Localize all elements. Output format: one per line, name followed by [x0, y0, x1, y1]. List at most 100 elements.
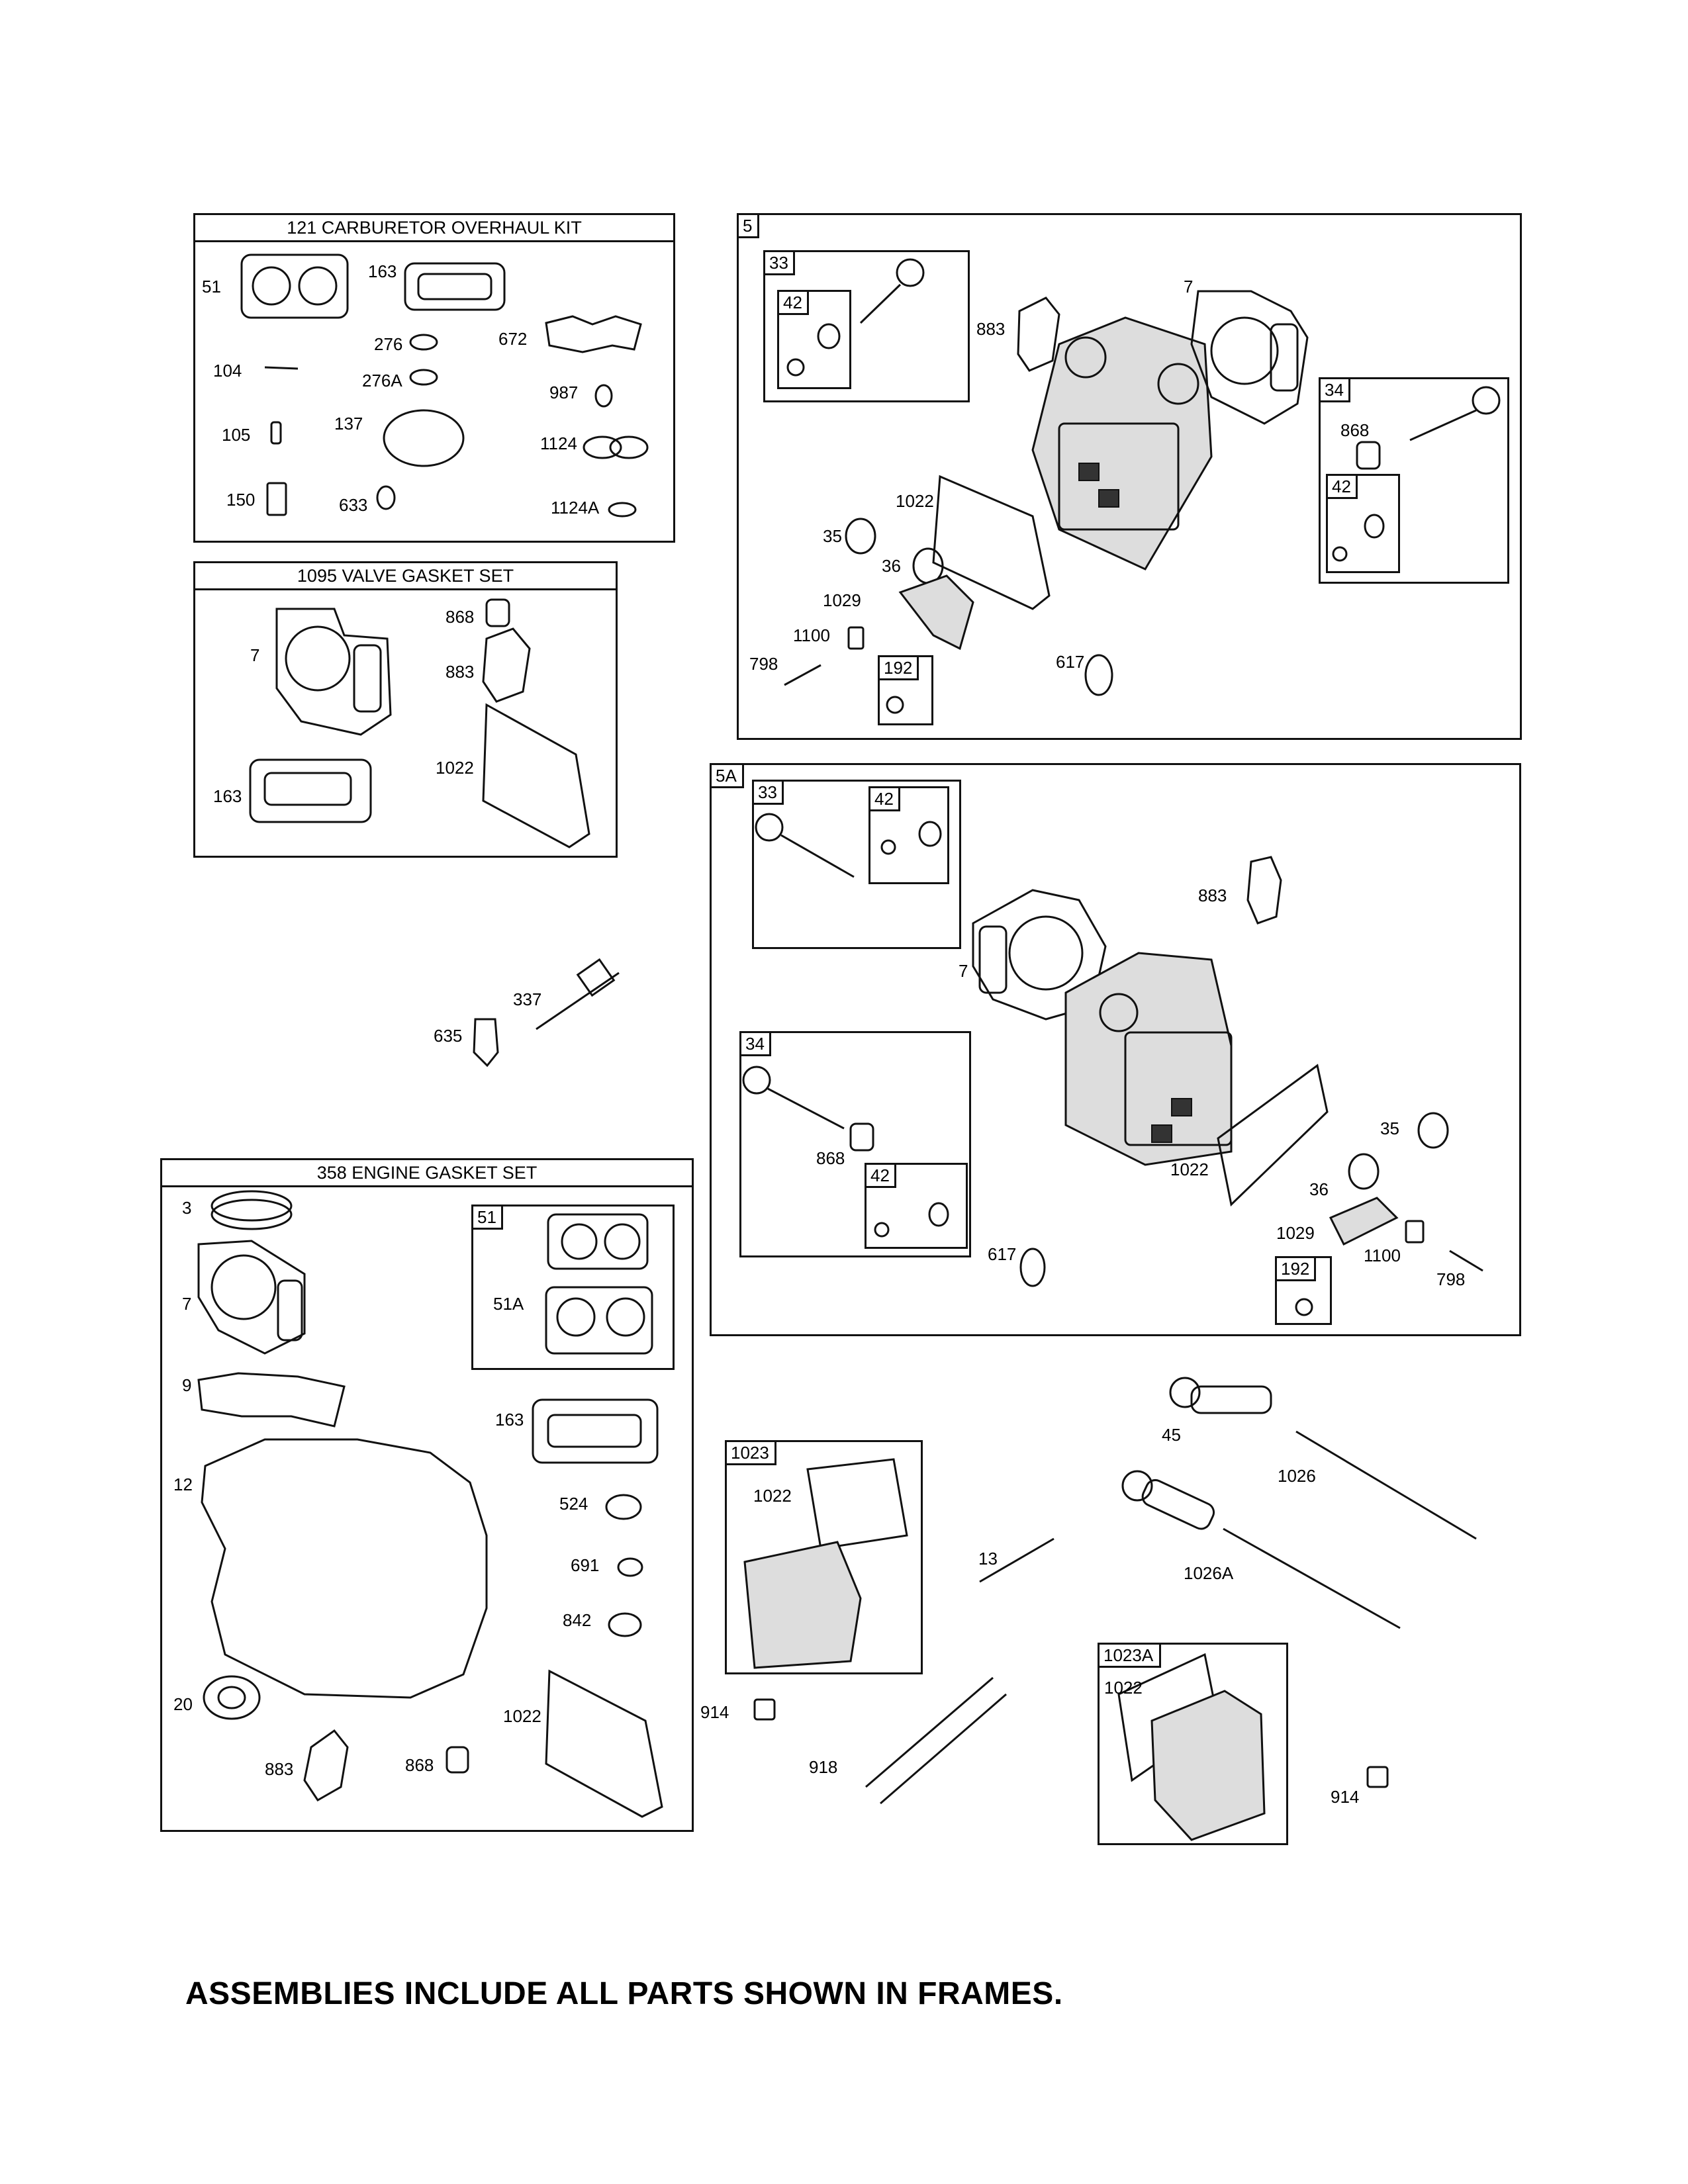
label-7-e: 7: [182, 1294, 192, 1314]
label-1029-h: 1029: [823, 590, 861, 610]
label-276a: 276A: [362, 371, 402, 390]
valve-34-frame-a: [1319, 377, 1509, 584]
tag-33-a: 33: [763, 250, 795, 275]
tag-51: 51: [471, 1205, 503, 1230]
washer-987-icon: [594, 384, 613, 408]
tube-918-icon: [865, 1676, 1007, 1805]
diaphragm-1124-icon: [583, 435, 649, 459]
tag-5a: 5A: [710, 763, 744, 788]
tag-42-a: 42: [777, 290, 809, 315]
label-35-a: 35: [1380, 1118, 1399, 1138]
label-7-h: 7: [1184, 277, 1194, 296]
label-868-v: 868: [445, 607, 475, 627]
label-691: 691: [571, 1555, 600, 1575]
valve-34-b-icon: [742, 1066, 845, 1130]
label-36-h: 36: [882, 556, 901, 576]
oring-137-icon: [383, 409, 465, 467]
label-617-a: 617: [988, 1244, 1017, 1264]
label-1022-a: 1022: [1170, 1160, 1209, 1179]
screw-798-5a-icon: [1449, 1250, 1483, 1272]
label-918: 918: [809, 1757, 838, 1777]
label-7-v: 7: [250, 645, 260, 665]
label-20: 20: [173, 1694, 193, 1714]
label-617-h: 617: [1056, 652, 1085, 672]
seal-42-frame-d: [865, 1163, 968, 1249]
label-13: 13: [978, 1549, 998, 1569]
label-137: 137: [334, 414, 363, 433]
valve-cover-1023-frame: [725, 1440, 923, 1674]
carb-gasket-51-icon: [240, 253, 349, 319]
nut-192-b-icon: [1295, 1298, 1313, 1316]
label-105: 105: [222, 425, 251, 445]
valve-33-a-icon: [859, 258, 925, 324]
tag-1023a: 1023A: [1098, 1643, 1161, 1668]
label-12: 12: [173, 1475, 193, 1494]
label-914: 914: [700, 1702, 729, 1722]
tag-33-b: 33: [752, 780, 784, 805]
cylinder-head-5a-icon: [1064, 952, 1233, 1166]
carburetor-overhaul-kit-frame: 121 CARBURETOR OVERHAUL KIT: [193, 213, 675, 543]
label-1124a: 1124A: [551, 498, 600, 518]
spring-35-icon: [845, 518, 876, 555]
label-868-e: 868: [405, 1755, 434, 1775]
seal-868-5a-icon: [849, 1122, 874, 1152]
tag-42-d: 42: [865, 1163, 896, 1188]
gasket-163-v-icon: [249, 758, 372, 823]
keeper-42-d-icon: [874, 1222, 890, 1238]
pin-104-icon: [264, 366, 299, 370]
seal-42-frame-a: [777, 290, 851, 389]
tag-34-a: 34: [1319, 377, 1350, 402]
label-798-a: 798: [1436, 1269, 1466, 1289]
plate-150-icon: [266, 482, 287, 516]
label-51a: 51A: [493, 1294, 524, 1314]
gasket-883-e-icon: [303, 1729, 349, 1801]
gasket-163-icon: [404, 262, 506, 311]
seal-868-h-icon: [1356, 441, 1381, 470]
seal-42-c-icon: [918, 821, 942, 847]
nut-192-a-icon: [886, 696, 904, 714]
tag-5: 5: [737, 213, 759, 238]
pushrod-1026-icon: [1295, 1430, 1477, 1540]
label-524: 524: [559, 1494, 588, 1514]
valve-33-frame-a: [763, 250, 970, 402]
screw-798-icon: [784, 664, 821, 686]
oil-seal-3-icon: [211, 1190, 293, 1230]
label-163-v: 163: [213, 786, 242, 806]
carb-gasket-51a-icon: [545, 1286, 653, 1355]
cylinder-head-5a-frame: [710, 763, 1521, 1336]
gasket-672-icon: [545, 315, 642, 353]
valve-cover-1023-icon: [743, 1541, 862, 1669]
seal-42-frame-b: [1326, 474, 1400, 573]
spring-36-5a-icon: [1348, 1153, 1380, 1190]
label-1022-h: 1022: [896, 491, 934, 511]
screw-914-m-icon: [1366, 1766, 1389, 1788]
crankcase-gasket-12-icon: [201, 1438, 488, 1699]
gasket-163-e-icon: [532, 1398, 659, 1464]
gasket-883-5a-icon: [1246, 856, 1282, 925]
label-9: 9: [182, 1375, 192, 1395]
washer-524-icon: [605, 1494, 642, 1520]
label-868-a: 868: [816, 1148, 845, 1168]
label-35-h: 35: [823, 526, 842, 546]
label-1022-m: 1022: [1104, 1678, 1143, 1698]
valve-cover-1023a-frame: [1098, 1643, 1288, 1845]
valve-cover-1023a-icon: [1150, 1690, 1266, 1841]
lifter-45b-icon: [1121, 1470, 1215, 1530]
gasket-9-icon: [197, 1372, 346, 1428]
rocker-1029-icon: [898, 574, 974, 651]
label-163: 163: [368, 261, 397, 281]
seal-42-d-icon: [928, 1202, 949, 1227]
washer-633-icon: [376, 485, 396, 510]
label-672: 672: [498, 329, 528, 349]
label-1029-a: 1029: [1276, 1223, 1315, 1243]
label-36-a: 36: [1309, 1179, 1329, 1199]
guide-1100-icon: [847, 626, 865, 650]
label-1100-h: 1100: [793, 625, 830, 645]
washer-1124a-icon: [608, 502, 637, 518]
spark-plug-337-icon: [536, 958, 620, 1030]
label-868-h: 868: [1340, 420, 1370, 440]
washer-276a-icon: [409, 369, 438, 386]
label-914-m: 914: [1331, 1787, 1360, 1807]
cylinder-head-5-frame: [737, 213, 1522, 740]
